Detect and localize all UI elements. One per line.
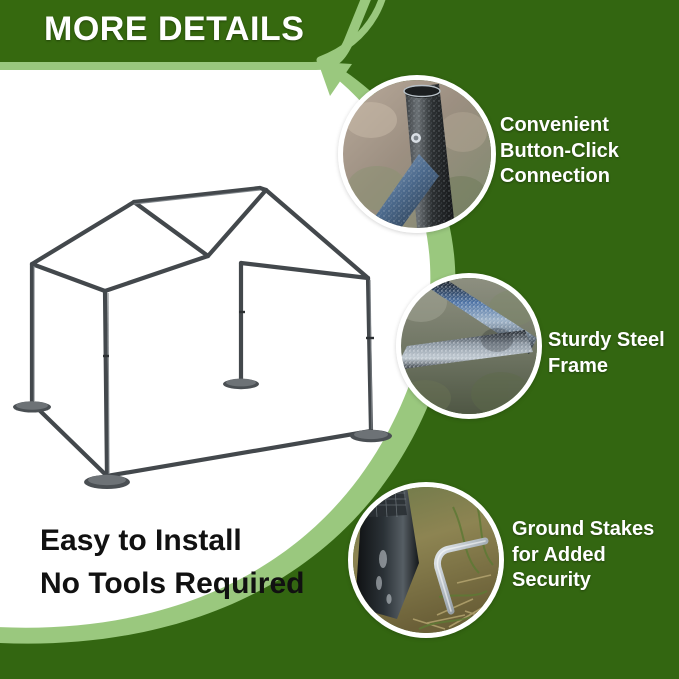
page-title: MORE DETAILS xyxy=(44,10,305,48)
feature-caption-sturdy-steel-frame: Sturdy Steel Frame xyxy=(548,329,665,377)
banner-tail xyxy=(318,62,352,96)
feature-caption-ground-stakes: Ground Stakes for Added Security xyxy=(512,518,655,592)
feature-photo-ground-stakes xyxy=(348,482,504,638)
base-plates xyxy=(13,378,392,489)
feature-photo-sturdy-steel-frame xyxy=(396,273,542,419)
product-frame-illustration xyxy=(13,185,392,489)
banner-plate xyxy=(0,0,361,62)
photo-ground-stakes xyxy=(353,487,499,633)
photo-sturdy-steel-frame xyxy=(401,278,537,414)
bottom-headline: Easy to Install No Tools Required xyxy=(40,524,305,600)
feature-caption-button-click-connection: Convenient Button-Click Connection xyxy=(500,114,619,188)
photo-button-click-connection xyxy=(343,80,491,228)
roof-ridge-left xyxy=(131,185,263,205)
banner-arc xyxy=(316,0,386,64)
feature-photo-button-click-connection xyxy=(338,75,496,233)
